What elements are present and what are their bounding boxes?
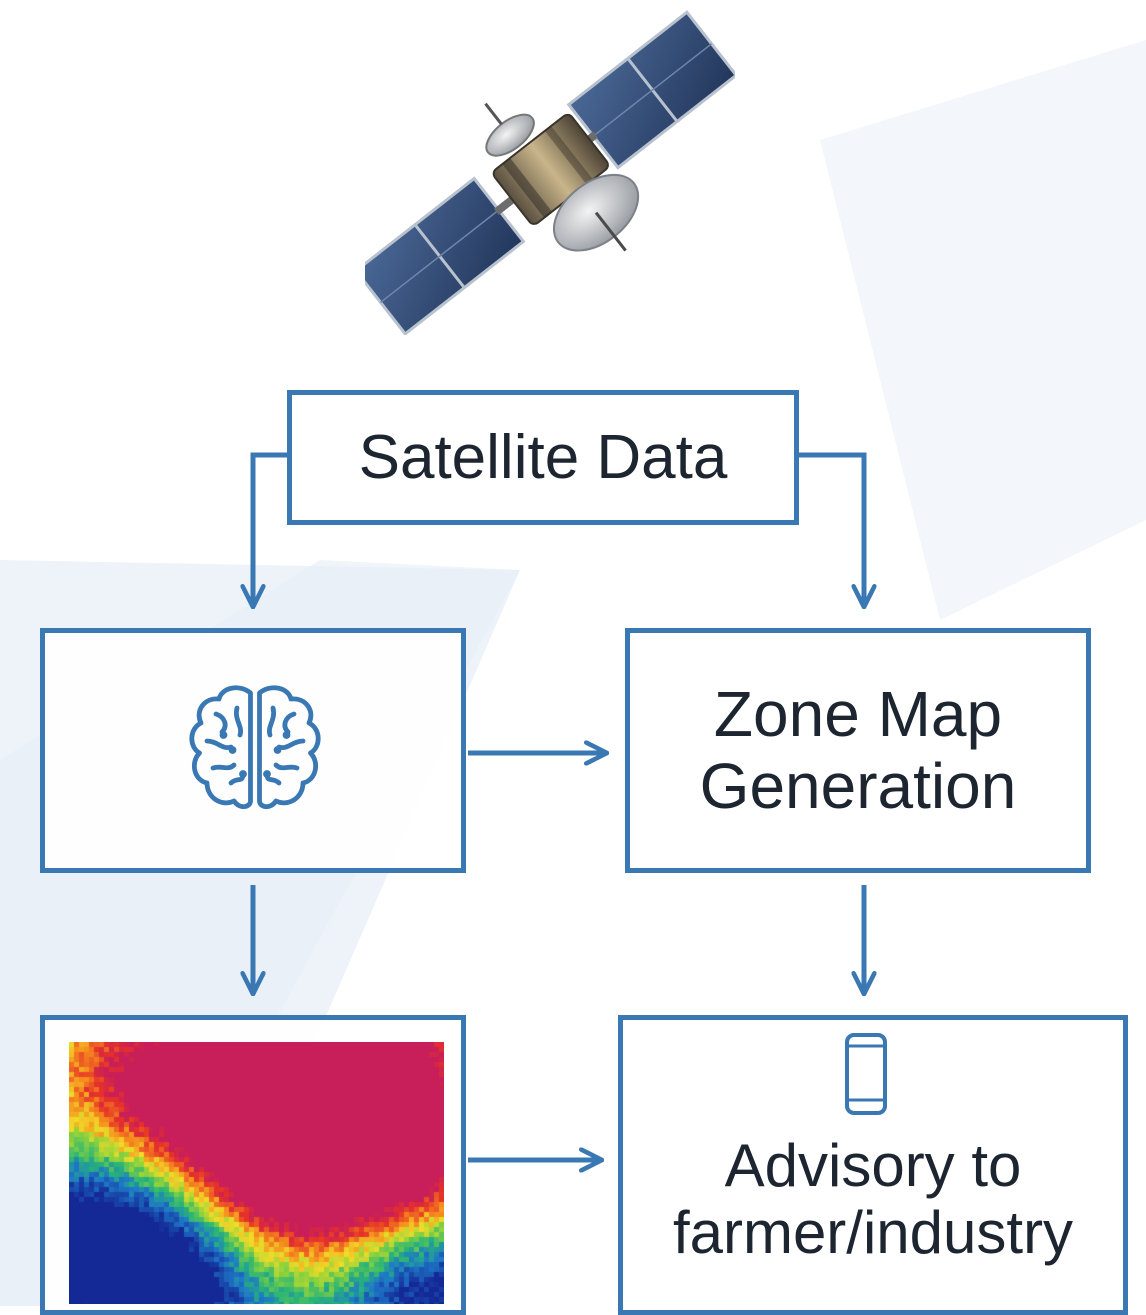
satellite-illustration (365, 10, 735, 335)
ai-analysis-box (40, 628, 466, 873)
satellite-data-label: Satellite Data (358, 422, 728, 492)
satellite-data-box: Satellite Data (287, 390, 799, 525)
heatmap-image (69, 1042, 444, 1304)
zone-map-box: Zone Map Generation (625, 628, 1091, 873)
zone-map-line1: Zone Map (713, 677, 1003, 750)
smartphone-icon (845, 1033, 887, 1115)
advisory-label: Advisory to farmer/industry (623, 1132, 1123, 1266)
brain-icon (189, 685, 321, 810)
advisory-line1: Advisory to (724, 1132, 1022, 1199)
zone-map-line2: Generation (699, 749, 1017, 822)
zone-map-label: Zone Map Generation (699, 677, 1017, 822)
advisory-line2: farmer/industry (672, 1199, 1074, 1267)
field-heatmap-box (40, 1015, 466, 1315)
advisory-box: Advisory to farmer/industry (618, 1015, 1128, 1315)
arrow-satellite-to-ai (253, 452, 287, 605)
arrow-satellite-to-zone (799, 452, 864, 605)
